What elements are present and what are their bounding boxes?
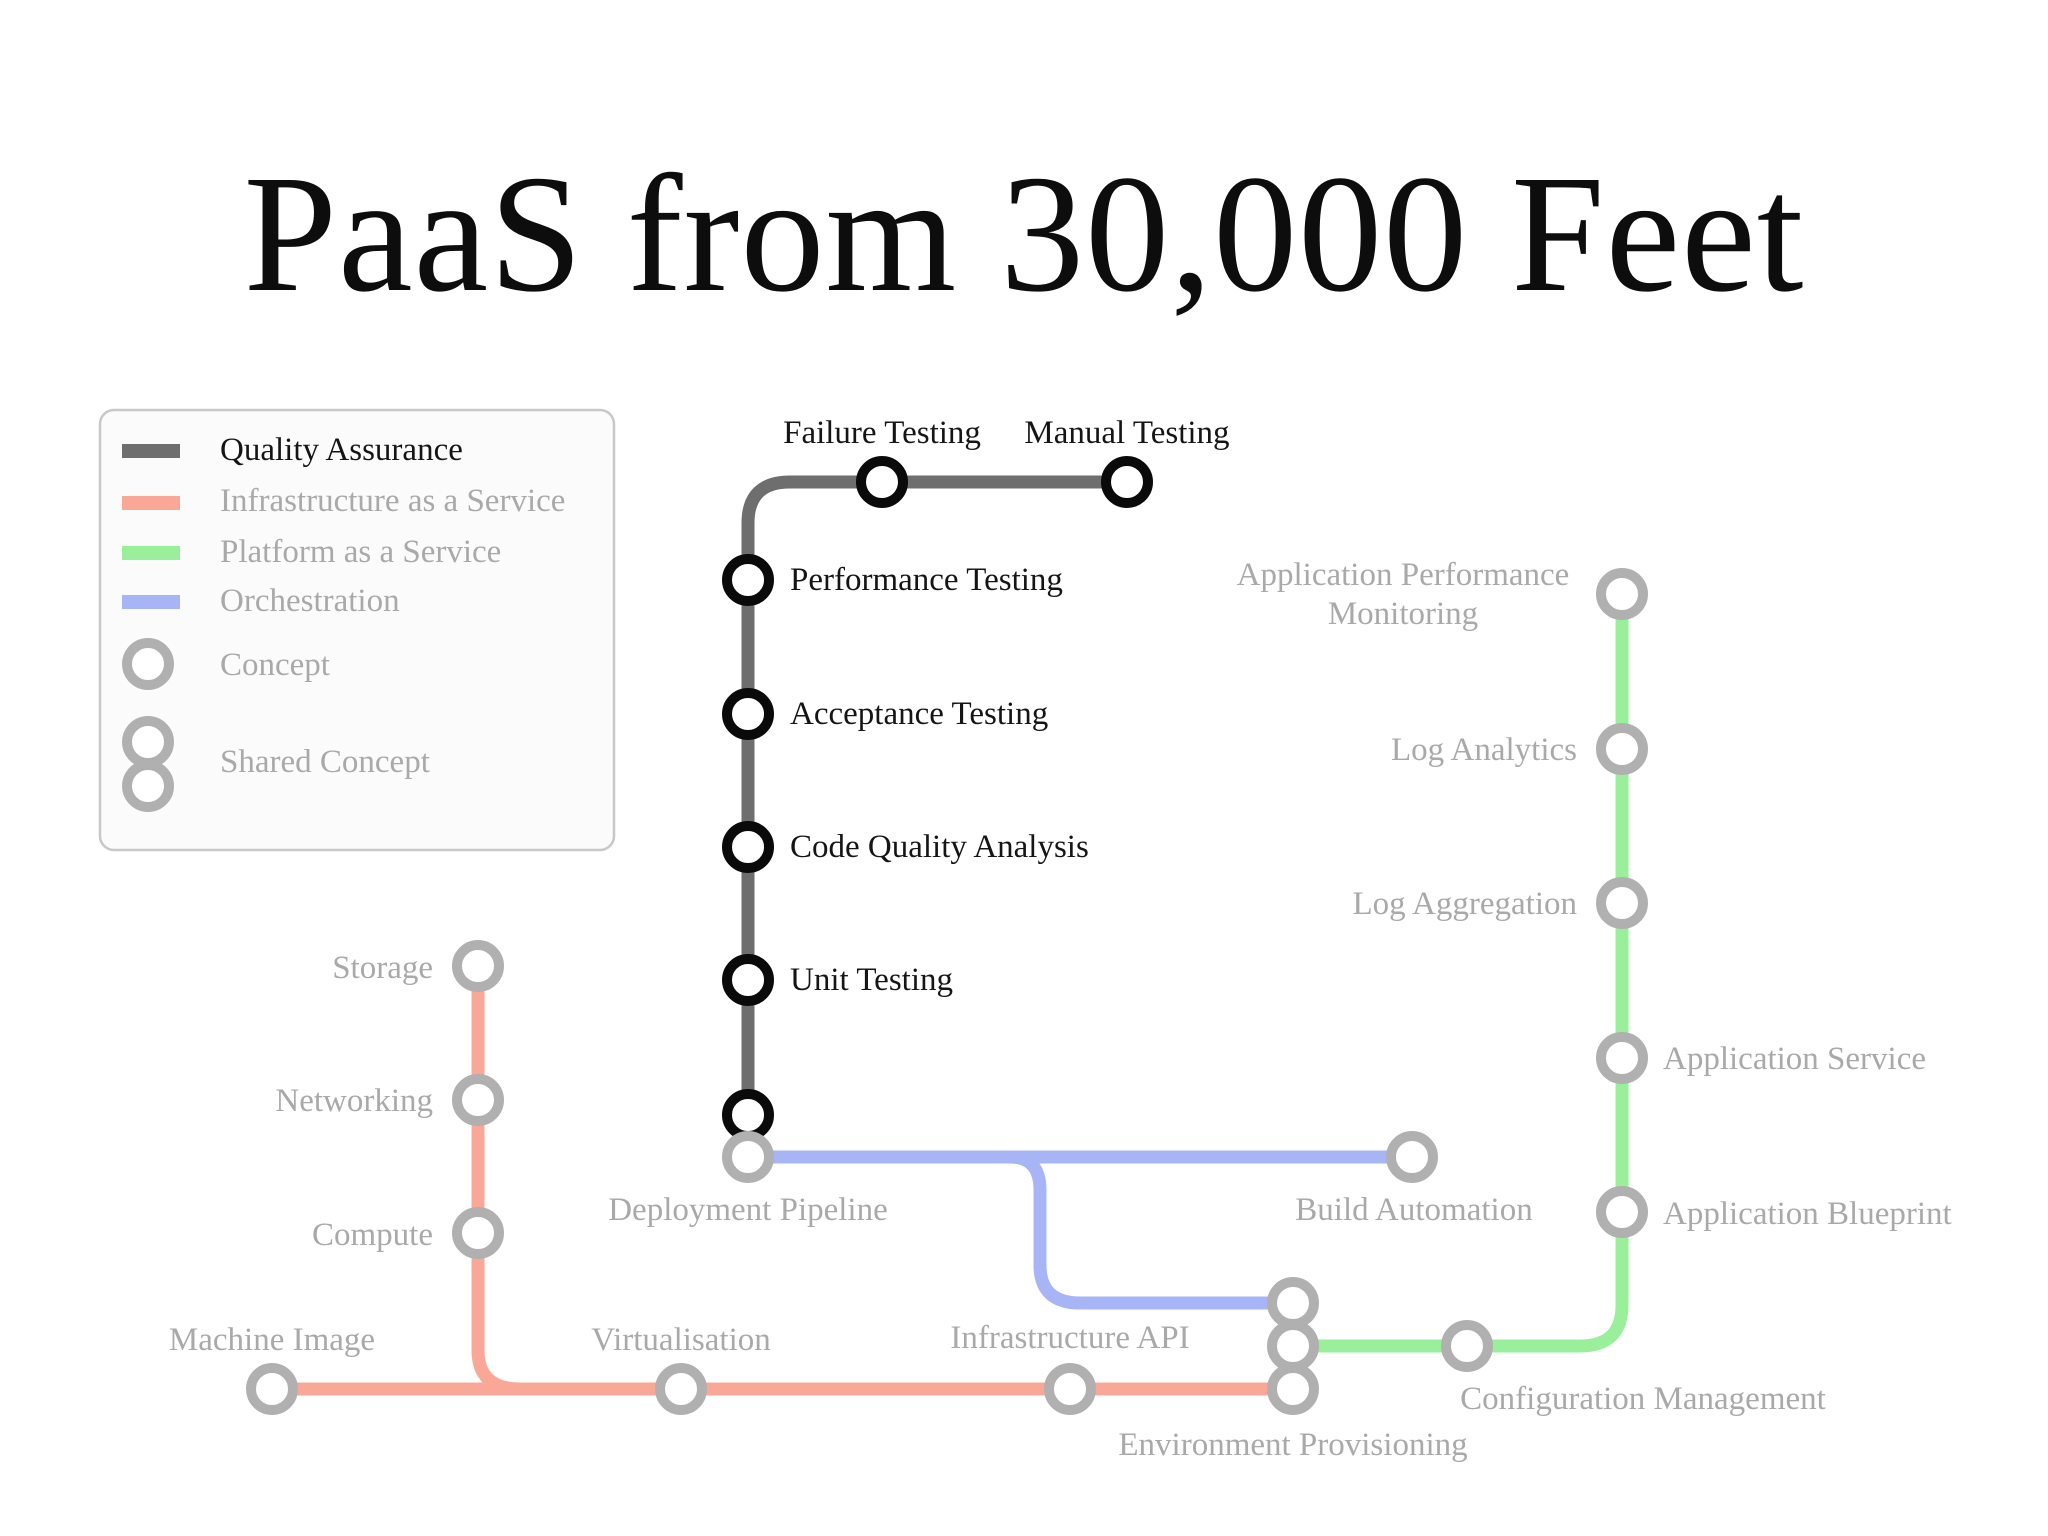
- legend-label-quality-assurance: Quality Assurance: [220, 432, 463, 468]
- station-acceptance-testing: [722, 688, 774, 740]
- legend-shared-concept-icon-top: [122, 716, 174, 768]
- legend-swatch-orchestration: [122, 595, 180, 609]
- label-monitoring: Monitoring: [1328, 596, 1478, 632]
- station-performance-testing: [722, 554, 774, 606]
- legend-box: [98, 408, 616, 852]
- legend-swatch-paas: [122, 546, 180, 560]
- station-code-quality-analysis: [722, 821, 774, 873]
- qa-line: [741, 475, 1134, 1122]
- station-unit-testing: [722, 954, 774, 1006]
- label-acceptance-testing: Acceptance Testing: [790, 696, 1048, 732]
- station-environment-provisioning-iaas: [1267, 1363, 1319, 1415]
- route-lines: [265, 475, 1629, 1396]
- station-infrastructure-api: [1044, 1363, 1096, 1415]
- station-environment-provisioning-paas: [1267, 1320, 1319, 1372]
- legend: Quality Assurance Infrastructure as a Se…: [98, 408, 616, 852]
- station-environment-provisioning-orchestration: [1267, 1277, 1319, 1329]
- station-configuration-management: [1441, 1320, 1493, 1372]
- iaas-line-vertical: [471, 959, 527, 1396]
- station-log-analytics: [1596, 723, 1648, 775]
- label-application-blueprint: Application Blueprint: [1663, 1196, 1952, 1232]
- stations: [246, 456, 1648, 1415]
- station-deployment-pipeline: [722, 1131, 774, 1183]
- label-performance-testing: Performance Testing: [790, 562, 1063, 598]
- label-deployment-pipeline: Deployment Pipeline: [608, 1192, 888, 1228]
- label-infrastructure-api: Infrastructure API: [950, 1320, 1189, 1356]
- legend-label-paas: Platform as a Service: [220, 534, 501, 570]
- station-application-performance-monitoring: [1596, 568, 1648, 620]
- paas-line: [1286, 587, 1629, 1353]
- label-environment-provisioning: Environment Provisioning: [1118, 1427, 1467, 1463]
- label-unit-testing: Unit Testing: [790, 962, 953, 998]
- station-storage: [452, 940, 504, 992]
- legend-label-concept: Concept: [220, 647, 330, 683]
- orchestration-line-branch: [1003, 1150, 1300, 1310]
- label-failure-testing: Failure Testing: [783, 415, 981, 451]
- station-qa-deployment-pipeline: [722, 1089, 774, 1141]
- station-log-aggregation: [1596, 877, 1648, 929]
- label-networking: Networking: [275, 1083, 433, 1119]
- legend-label-orchestration: Orchestration: [220, 583, 400, 619]
- station-failure-testing: [856, 456, 908, 508]
- legend-shared-concept-icon-bottom: [122, 760, 174, 812]
- legend-concept-icon: [122, 638, 174, 690]
- label-storage: Storage: [332, 950, 433, 986]
- station-virtualisation: [655, 1363, 707, 1415]
- label-application-service: Application Service: [1663, 1041, 1926, 1077]
- legend-swatch-iaas: [122, 496, 180, 510]
- label-configuration-management: Configuration Management: [1460, 1381, 1826, 1417]
- station-manual-testing: [1101, 456, 1153, 508]
- label-manual-testing: Manual Testing: [1024, 415, 1229, 451]
- legend-label-iaas: Infrastructure as a Service: [220, 483, 565, 519]
- legend-swatch-quality-assurance: [122, 444, 180, 458]
- station-application-blueprint: [1596, 1186, 1648, 1238]
- station-build-automation: [1386, 1131, 1438, 1183]
- station-compute: [452, 1207, 504, 1259]
- label-machine-image: Machine Image: [169, 1322, 375, 1358]
- station-labels: Failure Testing Manual Testing Performan…: [169, 415, 1952, 1463]
- label-virtualisation: Virtualisation: [591, 1322, 771, 1358]
- legend-label-shared-concept: Shared Concept: [220, 744, 430, 780]
- station-networking: [452, 1074, 504, 1126]
- label-compute: Compute: [312, 1217, 433, 1253]
- label-application-performance: Application Performance: [1237, 557, 1570, 593]
- label-build-automation: Build Automation: [1295, 1192, 1532, 1228]
- label-log-analytics: Log Analytics: [1391, 732, 1577, 768]
- station-application-service: [1596, 1032, 1648, 1084]
- station-machine-image: [246, 1363, 298, 1415]
- label-code-quality-analysis: Code Quality Analysis: [790, 829, 1089, 865]
- slide-title: PaaS from 30,000 Feet: [243, 141, 1805, 327]
- label-log-aggregation: Log Aggregation: [1352, 886, 1577, 922]
